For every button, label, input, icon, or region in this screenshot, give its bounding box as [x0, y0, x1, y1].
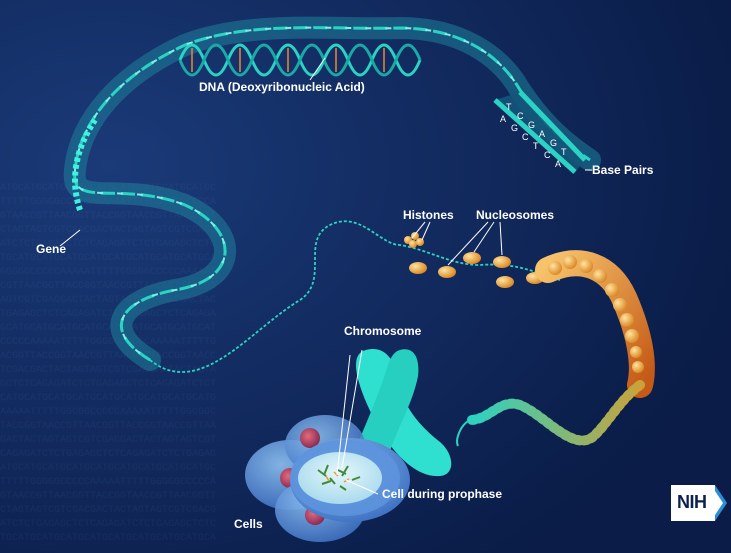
nih-logo-badge [671, 485, 727, 521]
base-letter-bottom: C [544, 150, 551, 160]
histones-label: Histones [403, 208, 454, 222]
base-letter-top: T [506, 102, 512, 112]
fiber-beads [548, 255, 644, 373]
svg-text:ATCTCTGAGAGCTCTCAGAGATCTCTGAGA: ATCTCTGAGAGCTCTCAGAGATCTCTGAGAGCTCTC [0, 239, 216, 250]
svg-text:CGTTAACGGTTACCGGTAACCGTTAACGGT: CGTTAACGGTTACCGGTAACCGTTAACGGTTACCGG [0, 281, 216, 292]
base-letter-bottom: C [522, 132, 529, 142]
svg-text:ACGGTTACCGGTAACCGTTAACGGTTACCG: ACGGTTACCGGTAACCGTTAACGGTTACCGGTAACC [0, 351, 216, 362]
cell-prophase-label: Cell during prophase [382, 487, 503, 501]
nih-logo-text: NIH [677, 492, 707, 512]
base-letter-bottom: G [511, 123, 518, 133]
base-letter-bottom: T [533, 141, 539, 151]
gene-label: Gene [36, 242, 67, 256]
svg-text:CCCCCAAAAATTTTTGGGGGCCCCCAAAAA: CCCCCAAAAATTTTTGGGGGCCCCCAAAAATTTTTG [0, 337, 216, 348]
supercoil [465, 380, 645, 446]
base-letter-top: C [517, 111, 524, 121]
dna-strand-a [73, 26, 591, 362]
coil-thread [456, 419, 471, 447]
svg-text:CATGCATGCATGCATGCATGCATGCATGCA: CATGCATGCATGCATGCATGCATGCATGCATGCATG [0, 393, 216, 404]
svg-text:CTAGTAGTCGTCGACGACTACTAGTAGTCG: CTAGTAGTCGTCGACGACTACTAGTAGTCGTCGACG [0, 225, 216, 236]
base-letter-bottom: A [555, 159, 561, 169]
nih-logo: NIH [671, 485, 727, 521]
base-letter-top: T [561, 147, 567, 157]
svg-text:GACTACTAGTAGTCGTCGACGACTACTAGT: GACTACTAGTAGTCGTCGACGACTACTAGTAGTCGT [0, 435, 216, 446]
svg-text:GTAACCGTTAACGGTTACCGGTAACCGTTA: GTAACCGTTAACGGTTACCGGTAACCGTTAACGGTT [0, 211, 216, 222]
base-pairs-label: Base Pairs [592, 163, 654, 177]
svg-text:TGCATGCATGCATGCATGCATGCATGCATG: TGCATGCATGCATGCATGCATGCATGCATGCATGCA [0, 253, 216, 264]
svg-text:AGTCGTCGACGACTACTAGTAGTCGTCGAC: AGTCGTCGACGACTACTAGTAGTCGTCGACGACTAC [0, 295, 216, 306]
chromosome-label: Chromosome [344, 324, 422, 338]
svg-text:GTAACCGTTAACGGTTACCGGTAACCGTTA: GTAACCGTTAACGGTTACCGGTAACCGTTAACGGTT [0, 491, 216, 502]
base-pairs-ladder [493, 90, 587, 174]
nucleosomes-label: Nucleosomes [476, 208, 555, 222]
base-letter-bottom: A [500, 114, 506, 124]
prophase-cell [290, 440, 400, 516]
base-letter-top: A [539, 129, 545, 139]
svg-text:GGGGGCCCCCAAAAATTTTTGGGGGCCCCC: GGGGGCCCCCAAAAATTTTTGGGGGCCCCCAAAAAT [0, 267, 216, 278]
svg-text:ATGCATGCATGCATGCATGCATGCATGCAT: ATGCATGCATGCATGCATGCATGCATGCATGCATGC [0, 463, 216, 474]
cells-label: Cells [234, 517, 263, 531]
dna-helix-coils [178, 43, 422, 77]
svg-text:TGAGAGCTCTCAGAGATCTCTGAGAGCTCT: TGAGAGCTCTCAGAGATCTCTGAGAGCTCTCAGAGA [0, 309, 216, 320]
svg-text:AAAAATTTTTGGGGGCCCCCAAAAATTTTT: AAAAATTTTTGGGGGCCCCCAAAAATTTTTGGGGGC [0, 407, 216, 418]
svg-text:CAGAGATCTCTGAGAGCTCTCAGAGATCTC: CAGAGATCTCTGAGAGCTCTCAGAGATCTCTGAGAG [0, 449, 216, 460]
svg-text:GCATGCATGCATGCATGCATGCATGCATGC: GCATGCATGCATGCATGCATGCATGCATGCATGCAT [0, 323, 216, 334]
svg-text:TTTTTGGGGGCCCCCAAAAATTTTTGGGGG: TTTTTGGGGGCCCCCAAAAATTTTTGGGGGCCCCCA [0, 477, 216, 488]
svg-text:ATCTCTGAGAGCTCTCAGAGATCTCTGAGA: ATCTCTGAGAGCTCTCAGAGATCTCTGAGAGCTCTC [0, 519, 216, 530]
gene-segment [72, 118, 98, 211]
svg-text:TCGACGACTACTAGTAGTCGTCGACGACTA: TCGACGACTACTAGTAGTCGTCGACGACTACTAGTA [0, 365, 216, 376]
svg-text:TACCGGTAACCGTTAACGGTTACCGGTAAC: TACCGGTAACCGTTAACGGTTACCGGTAACCGTTAA [0, 421, 216, 432]
leader-lines [59, 57, 592, 495]
chromatin-thread [149, 220, 561, 373]
svg-text:GCTCTCAGAGATCTCTGAGAGCTCTCAGAG: GCTCTCAGAGATCTCTGAGAGCTCTCAGAGATCTCT [0, 379, 216, 390]
svg-text:CTAGTAGTCGTCGACGACTACTAGTAGTCG: CTAGTAGTCGTCGACGACTACTAGTAGTCGTCGACG [0, 505, 216, 516]
dna-label: DNA (Deoxyribonucleic Acid) [199, 80, 365, 94]
base-letter-top: G [528, 120, 535, 130]
svg-text:TGCATGCATGCATGCATGCATGCATGCATG: TGCATGCATGCATGCATGCATGCATGCATGCATGCA [0, 533, 216, 544]
base-letter-top: G [550, 138, 557, 148]
